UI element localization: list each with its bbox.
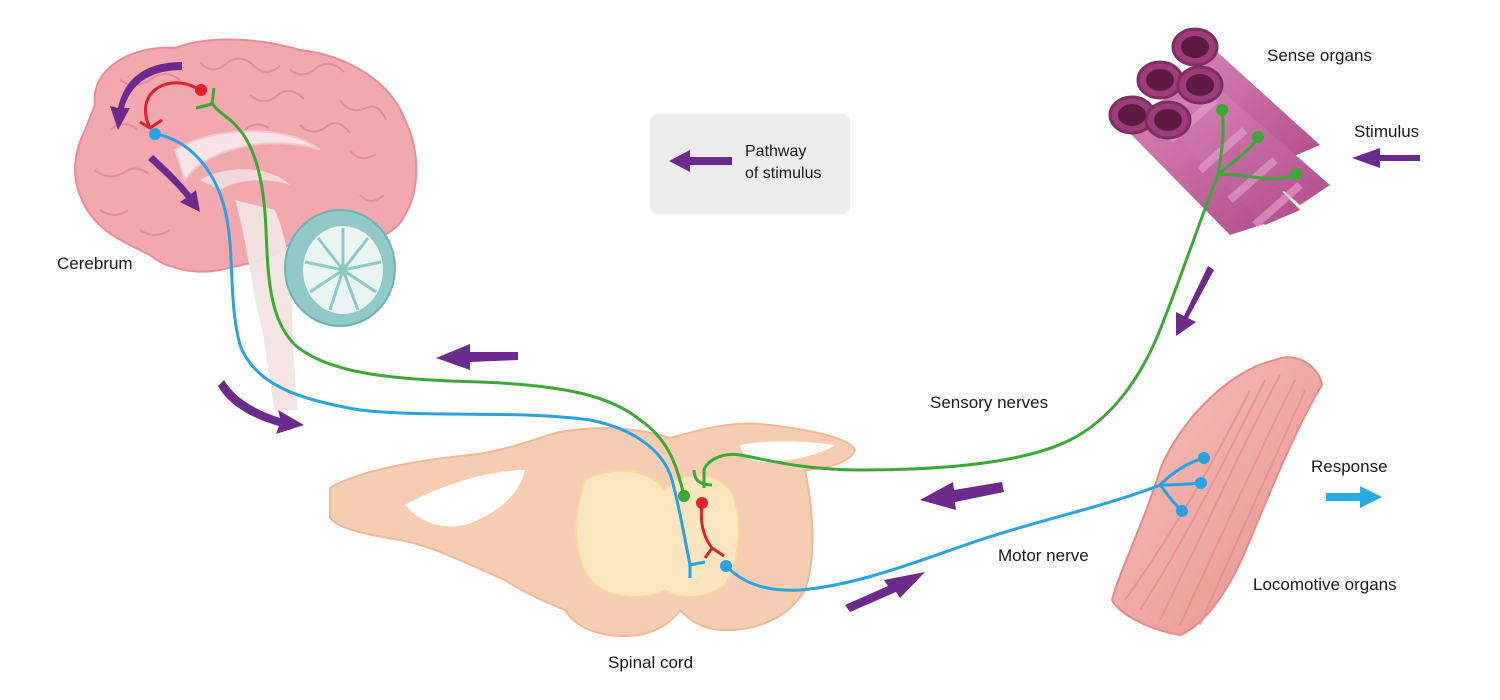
spinal-cord-illustration [329,422,857,638]
cerebellum-illustration [284,209,396,327]
label-cerebrum: Cerebrum [57,254,133,273]
legend: Pathway of stimulus [650,114,850,214]
legend-arrow-icon [669,150,732,172]
label-sense-organs: Sense organs [1267,46,1372,65]
label-motor-nerve: Motor nerve [998,546,1089,565]
label-stimulus: Stimulus [1354,122,1420,141]
muscle-illustration [1110,356,1324,637]
response-arrow-icon [1326,486,1382,508]
descending-motor-path [154,132,692,566]
label-sensory-nerves: Sensory nerves [930,393,1049,412]
label-locomotive-organs: Locomotive organs [1253,575,1397,594]
sensory-nerve-path [702,174,1220,488]
legend-line-1: Pathway [745,143,807,160]
legend-line-2: of stimulus [745,165,822,182]
motor-nerve-path [724,483,1161,592]
label-response: Response [1311,457,1388,476]
label-spinal-cord: Spinal cord [608,653,694,672]
ascending-sensory-path [210,102,686,497]
sense-organ-illustration [1108,27,1330,235]
legend-label: Pathway of stimulus [745,141,821,185]
pathway-arrow-icon [110,62,1420,612]
